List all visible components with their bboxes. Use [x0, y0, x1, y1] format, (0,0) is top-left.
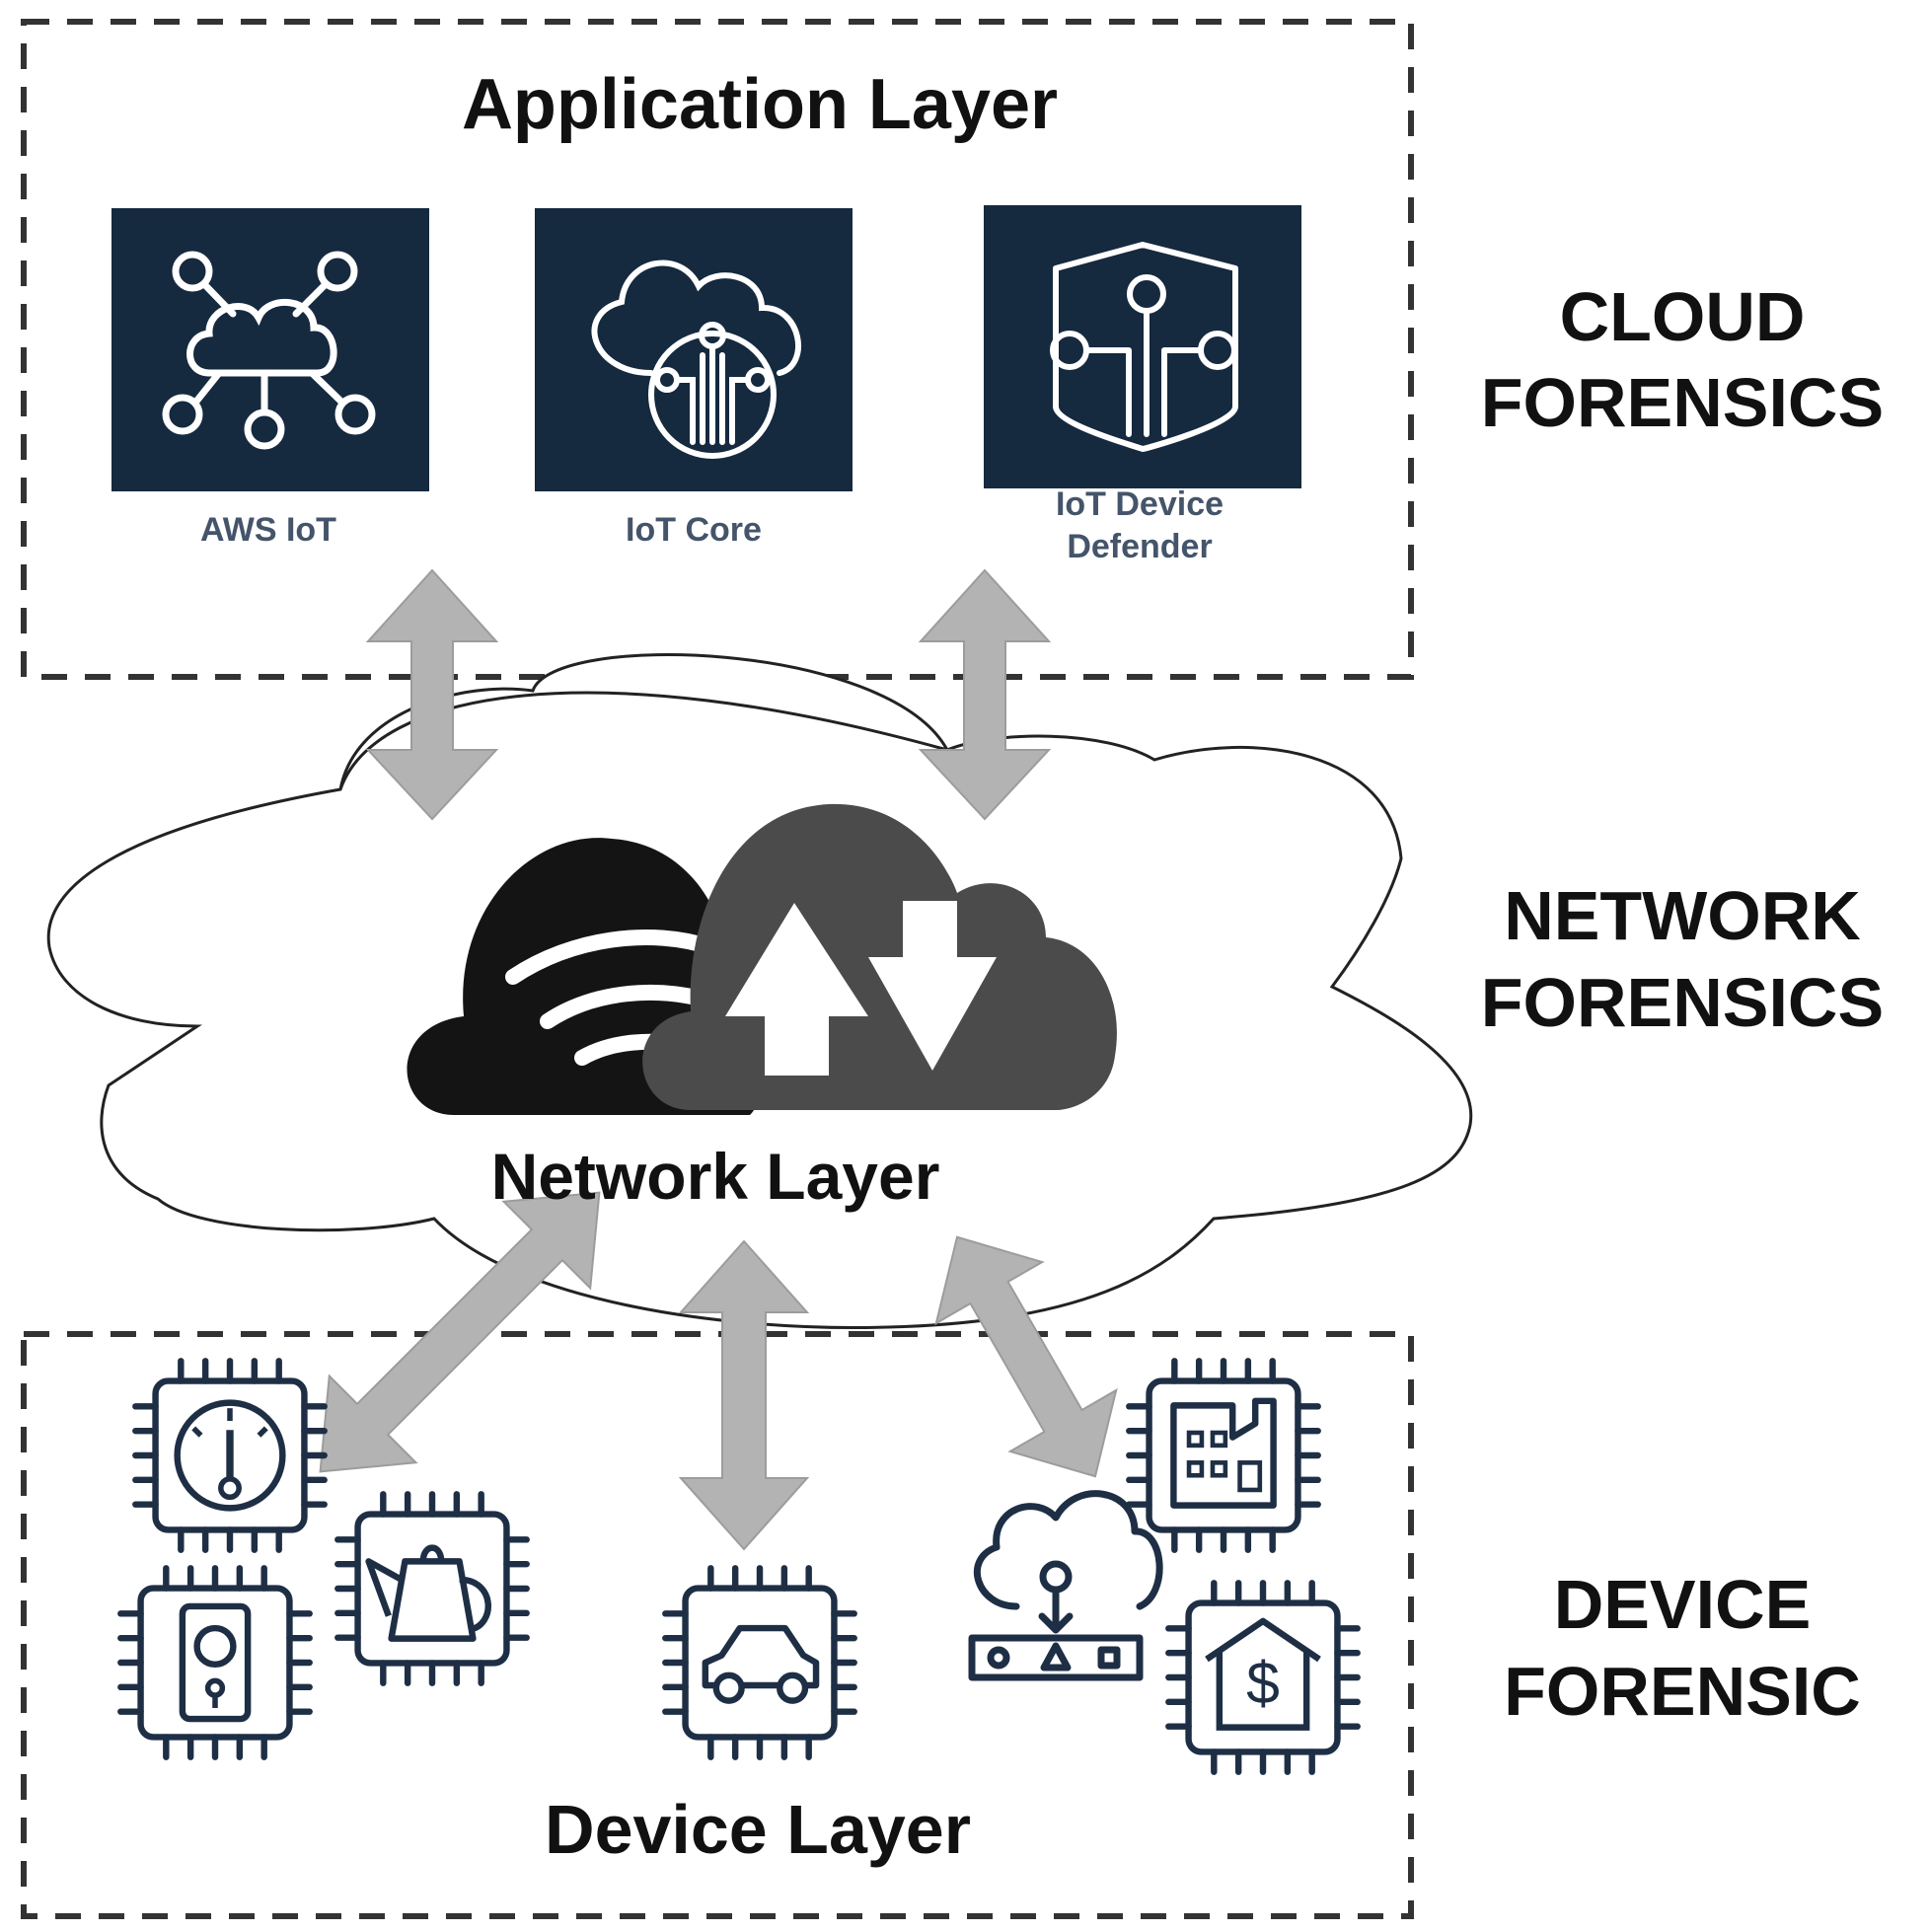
- arrow-defender-to-network: [918, 568, 1052, 821]
- svg-text:FORENSICS: FORENSICS: [1481, 364, 1884, 441]
- service-tile-aws-iot: [111, 208, 429, 491]
- car-chip-icon: [665, 1568, 853, 1756]
- iot-core-label: IoT Core: [626, 511, 762, 549]
- svg-text:DEVICE: DEVICE: [1554, 1566, 1812, 1643]
- cloud-forensics-label: CLOUD FORENSICS: [1481, 278, 1884, 441]
- iot-device-defender-label-line1: IoT Device: [1056, 485, 1224, 523]
- device-layer-title: Device Layer: [545, 1791, 971, 1868]
- cloud-circuit-icon: [591, 260, 801, 459]
- bank-chip-icon: $: [1168, 1583, 1357, 1771]
- iot-cloud-hub-icon: [162, 251, 376, 450]
- iot-device-defender-label-line2: Defender: [1067, 528, 1212, 565]
- kettle-chip-icon: [337, 1494, 526, 1682]
- arrow-aws-to-network: [365, 568, 499, 821]
- svg-text:FORENSICS: FORENSICS: [1481, 964, 1884, 1041]
- upload-download-cloud-icon: [642, 803, 1117, 1110]
- factory-chip-icon: [1129, 1361, 1317, 1549]
- svg-text:FORENSIC: FORENSIC: [1504, 1653, 1861, 1730]
- speaker-chip-icon: [120, 1568, 309, 1756]
- svg-text:$: $: [1246, 1649, 1280, 1716]
- aws-iot-label: AWS IoT: [200, 511, 336, 549]
- application-layer-title: Application Layer: [462, 65, 1058, 144]
- arrow-network-to-thermometer: [319, 1191, 601, 1473]
- svg-text:NETWORK: NETWORK: [1504, 877, 1861, 954]
- device-forensic-label: DEVICE FORENSIC: [1504, 1566, 1861, 1730]
- service-tile-iot-device-defender: [984, 205, 1301, 488]
- cloud-router-icon: [968, 1490, 1163, 1681]
- service-tile-iot-core: [535, 208, 853, 491]
- svg-text:CLOUD: CLOUD: [1560, 278, 1806, 355]
- thermometer-chip-icon: [135, 1361, 324, 1549]
- network-forensics-label: NETWORK FORENSICS: [1481, 877, 1884, 1041]
- network-layer-title: Network Layer: [491, 1140, 940, 1213]
- arrow-network-to-factory: [934, 1235, 1118, 1478]
- arrow-network-to-car: [678, 1239, 810, 1551]
- device-layer-box: [21, 1331, 1414, 1919]
- shield-circuit-icon: [1050, 242, 1238, 452]
